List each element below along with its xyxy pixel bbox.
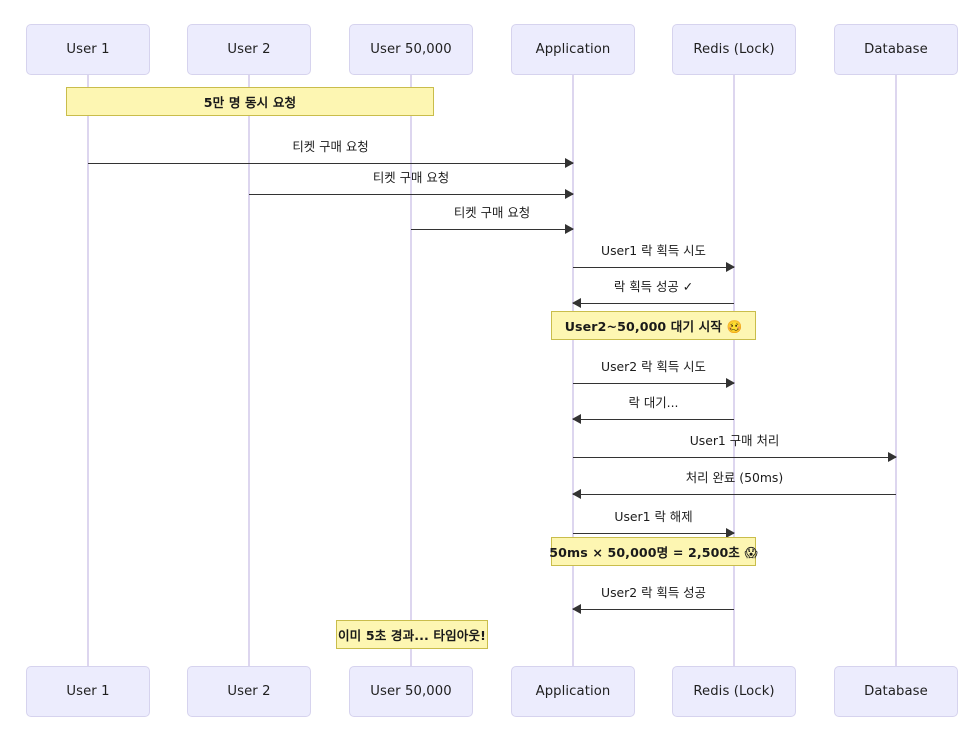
message-arrowhead-icon — [726, 528, 735, 539]
message-label: 락 대기... — [628, 395, 679, 410]
message-arrow-line — [88, 162, 573, 164]
participant-label: User 1 — [66, 684, 110, 699]
participant-app-bottom[interactable]: Application — [511, 666, 635, 717]
message-m8: User1 구매 처리 — [573, 433, 897, 463]
message-arrow-line — [573, 302, 734, 304]
message-arrowhead-icon — [726, 378, 735, 389]
lifeline-user50k — [410, 74, 412, 666]
note-n1: 5만 명 동시 요청 — [66, 87, 434, 116]
message-arrow-line — [573, 266, 734, 268]
message-m3: 티켓 구매 요청 — [411, 205, 574, 235]
message-arrow-line — [411, 228, 573, 230]
message-arrowhead-icon — [565, 224, 574, 235]
participant-label: Redis (Lock) — [693, 42, 775, 57]
message-label: 티켓 구매 요청 — [372, 170, 450, 185]
participant-user1-bottom[interactable]: User 1 — [26, 666, 150, 717]
participant-label: Database — [864, 42, 928, 57]
message-label: 락 획득 성공 ✓ — [613, 279, 694, 294]
message-arrow-line — [573, 493, 896, 495]
message-m10: User1 락 해제 — [573, 509, 735, 539]
note-text: 이미 5초 경과... 타임아웃! — [338, 628, 486, 643]
message-label: 티켓 구매 요청 — [453, 205, 531, 220]
participant-label: Redis (Lock) — [693, 684, 775, 699]
participant-label: User 2 — [227, 42, 271, 57]
note-text: 5만 명 동시 요청 — [203, 95, 297, 110]
message-arrow-line — [573, 456, 896, 458]
message-m5: 락 획득 성공 ✓ — [572, 279, 734, 309]
message-m6: User2 락 획득 시도 — [573, 359, 735, 389]
message-arrowhead-icon — [726, 262, 735, 273]
participant-user2-top[interactable]: User 2 — [187, 24, 311, 75]
message-m9: 처리 완료 (50ms) — [572, 470, 896, 500]
note-text: 50ms × 50,000명 = 2,500초 😱 — [549, 545, 758, 560]
message-label: User2 락 획득 시도 — [601, 359, 706, 374]
participant-label: Application — [535, 684, 611, 699]
message-arrow-line — [573, 608, 734, 610]
participant-label: User 1 — [66, 42, 110, 57]
participant-label: Application — [535, 42, 611, 57]
participant-redis-top[interactable]: Redis (Lock) — [672, 24, 796, 75]
message-label: User1 구매 처리 — [689, 433, 780, 448]
message-arrowhead-icon — [572, 298, 581, 309]
message-m11: User2 락 획득 성공 — [572, 585, 734, 615]
participant-user50k-bottom[interactable]: User 50,000 — [349, 666, 473, 717]
message-arrowhead-icon — [572, 414, 581, 425]
note-n3: 50ms × 50,000명 = 2,500초 😱 — [549, 537, 758, 566]
participant-app-top[interactable]: Application — [511, 24, 635, 75]
lifeline-user2 — [248, 74, 250, 666]
message-m2: 티켓 구매 요청 — [249, 170, 574, 200]
message-label: User1 락 해제 — [614, 509, 693, 524]
message-arrowhead-icon — [565, 158, 574, 169]
message-arrow-line — [573, 532, 734, 534]
participant-db-bottom[interactable]: Database — [834, 666, 958, 717]
message-arrowhead-icon — [888, 452, 897, 463]
participant-user1-top[interactable]: User 1 — [26, 24, 150, 75]
message-m4: User1 락 획득 시도 — [573, 243, 735, 273]
lifeline-app — [572, 74, 574, 666]
participant-redis-bottom[interactable]: Redis (Lock) — [672, 666, 796, 717]
note-n4: 이미 5초 경과... 타임아웃! — [336, 620, 488, 649]
lifeline-redis — [733, 74, 735, 666]
participant-label: User 50,000 — [370, 684, 452, 699]
participant-label: Database — [864, 684, 928, 699]
message-arrowhead-icon — [572, 604, 581, 615]
message-arrow-line — [573, 418, 734, 420]
message-m7: 락 대기... — [572, 395, 734, 425]
message-arrowhead-icon — [565, 189, 574, 200]
lifeline-db — [895, 74, 897, 666]
message-label: User2 락 획득 성공 — [601, 585, 706, 600]
message-arrowhead-icon — [572, 489, 581, 500]
message-label: 티켓 구매 요청 — [292, 139, 369, 154]
participant-label: User 2 — [227, 684, 271, 699]
message-arrow-line — [573, 382, 734, 384]
lifeline-user1 — [87, 74, 89, 666]
participant-label: User 50,000 — [370, 42, 452, 57]
participant-db-top[interactable]: Database — [834, 24, 958, 75]
message-arrow-line — [249, 193, 573, 195]
participant-user2-bottom[interactable]: User 2 — [187, 666, 311, 717]
note-n2: User2~50,000 대기 시작 🥴 — [551, 311, 756, 340]
participant-user50k-top[interactable]: User 50,000 — [349, 24, 473, 75]
message-label: 처리 완료 (50ms) — [685, 470, 784, 485]
message-m1: 티켓 구매 요청 — [88, 139, 574, 169]
message-label: User1 락 획득 시도 — [601, 243, 706, 258]
note-text: User2~50,000 대기 시작 🥴 — [564, 319, 743, 334]
